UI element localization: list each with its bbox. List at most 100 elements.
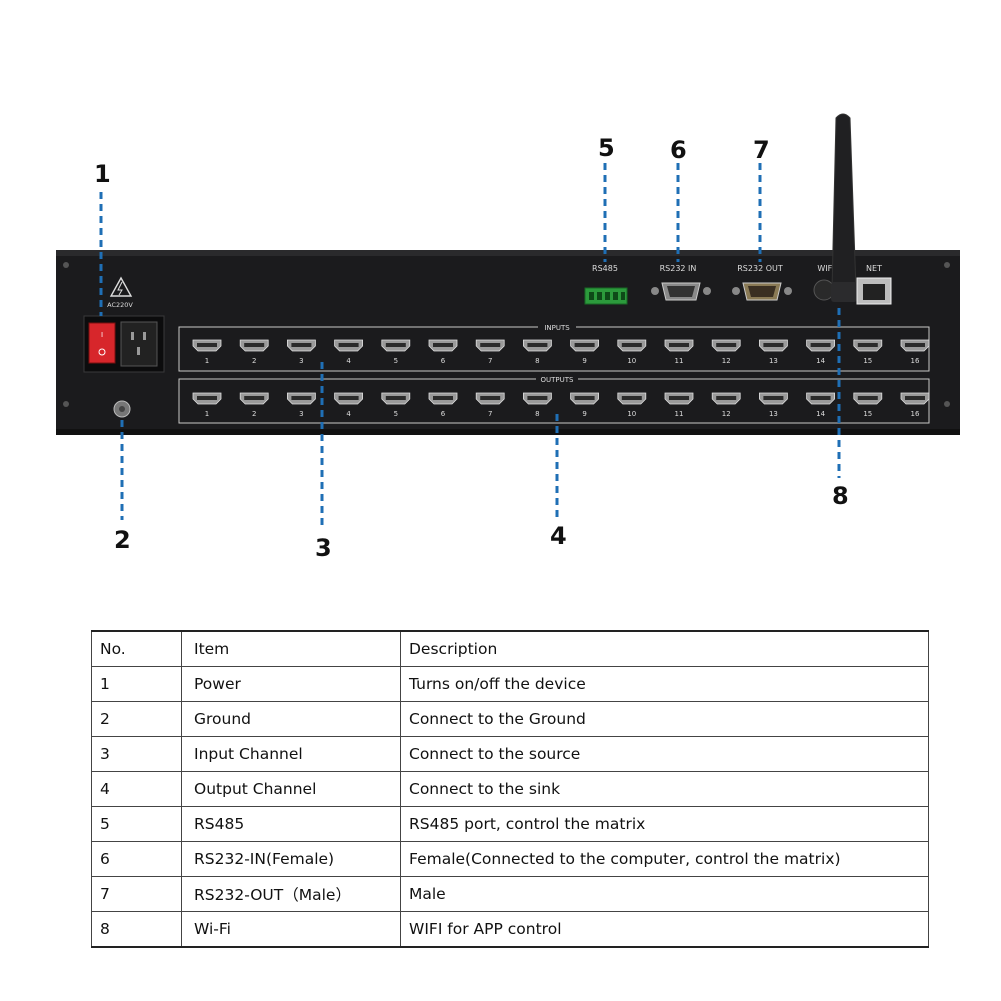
hdmi-output-port-number: 14 (816, 410, 825, 418)
screw-icon (784, 287, 792, 295)
net-label: NET (866, 264, 882, 273)
screw-icon (732, 287, 740, 295)
screw-icon (63, 262, 69, 268)
callout-number-6: 6 (670, 136, 687, 164)
screw-icon (703, 287, 711, 295)
hdmi-output-port-number: 16 (911, 410, 920, 418)
header-description: Description (400, 630, 929, 667)
row-no: 1 (91, 666, 182, 702)
row-item: Output Channel (181, 771, 401, 807)
inputs-label: INPUTS (544, 324, 570, 332)
row-description: Connect to the source (400, 736, 929, 772)
hdmi-input-port-slot (716, 343, 737, 347)
callout-number-3: 3 (315, 534, 332, 562)
hdmi-input-port-number: 1 (205, 357, 209, 365)
hdmi-input-port-number: 5 (394, 357, 398, 365)
hdmi-output-port-slot (197, 396, 217, 400)
hdmi-input-port-number: 4 (346, 357, 351, 365)
hdmi-output-port-number: 6 (441, 410, 446, 418)
row-description: Connect to the sink (400, 771, 929, 807)
hdmi-output-port-slot (905, 396, 925, 400)
callout-number-8: 8 (832, 482, 849, 510)
iec-power-socket[interactable] (120, 321, 158, 367)
row-description: Connect to the Ground (400, 701, 929, 737)
hdmi-input-port-slot (810, 343, 831, 347)
row-description: Male (400, 876, 929, 912)
row-item: Wi-Fi (181, 911, 401, 948)
hdmi-input-port-number: 7 (488, 357, 492, 365)
row-no: 5 (91, 806, 182, 842)
callout-number-4: 4 (550, 522, 567, 550)
screw-icon (651, 287, 659, 295)
hdmi-output-port-number: 9 (582, 410, 586, 418)
hdmi-output-port-number: 15 (863, 410, 872, 418)
hdmi-output-port-number: 4 (346, 410, 351, 418)
hdmi-output-port-slot (574, 396, 595, 400)
hdmi-output-port-number: 1 (205, 410, 209, 418)
switch-on-mark-icon: I (101, 331, 103, 339)
hdmi-output-port-number: 12 (722, 410, 731, 418)
row-item: RS485 (181, 806, 401, 842)
hdmi-input-port-slot (385, 343, 406, 347)
hdmi-input-port-number: 10 (627, 357, 636, 365)
hdmi-input-port-number: 13 (769, 357, 778, 365)
row-description: Female(Connected to the computer, contro… (400, 841, 929, 877)
row-no: 4 (91, 771, 182, 807)
wifi-antenna-icon (831, 113, 857, 291)
hdmi-output-port-slot (480, 396, 501, 400)
hdmi-output-port-slot (433, 396, 453, 400)
hdmi-output-port-slot (244, 396, 265, 400)
row-no: 3 (91, 736, 182, 772)
hdmi-input-port-slot (480, 343, 501, 347)
device-rear-panel-diagram: AC220V I RS485 RS232 IN RS232 OUT (56, 113, 960, 562)
hdmi-input-port-number: 3 (299, 357, 303, 365)
hdmi-output-port-slot (338, 396, 359, 400)
power-switch[interactable] (88, 322, 116, 364)
hdmi-input-port-number: 14 (816, 357, 825, 365)
row-item: RS232-OUT（Male） (181, 876, 401, 912)
hdmi-input-port-slot (669, 343, 689, 347)
callout-number-7: 7 (753, 136, 770, 164)
rs232-out-label: RS232 OUT (737, 264, 783, 273)
row-item: Ground (181, 701, 401, 737)
high-voltage-warning-icon (109, 276, 133, 297)
hdmi-input-port-slot (433, 343, 453, 347)
hdmi-output-port-slot (621, 396, 642, 400)
callout-number-1: 1 (94, 160, 111, 188)
hdmi-output-port-number: 7 (488, 410, 492, 418)
hdmi-input-port-number: 12 (722, 357, 731, 365)
hdmi-output-port-number: 8 (535, 410, 539, 418)
rear-panel-illustration: AC220V I RS485 RS232 IN RS232 OUT (56, 113, 960, 530)
rs232-in-label: RS232 IN (660, 264, 697, 273)
screw-icon (944, 262, 950, 268)
hdmi-input-port-number: 2 (252, 357, 256, 365)
hdmi-output-port-slot (763, 396, 784, 400)
row-item: RS232-IN(Female) (181, 841, 401, 877)
row-description: Turns on/off the device (400, 666, 929, 702)
hdmi-input-port-slot (905, 343, 925, 347)
hdmi-output-port-number: 5 (394, 410, 398, 418)
hdmi-input-port-slot (244, 343, 265, 347)
hdmi-output-port-number: 3 (299, 410, 303, 418)
hdmi-output-port-slot (291, 396, 312, 400)
hdmi-output-port-number: 11 (675, 410, 684, 418)
screw-icon (944, 401, 950, 407)
row-no: 6 (91, 841, 182, 877)
power-voltage-label: AC220V (107, 301, 133, 309)
hdmi-input-port-number: 11 (675, 357, 684, 365)
hdmi-output-port-number: 13 (769, 410, 778, 418)
header-item: Item (181, 630, 401, 667)
hdmi-output-port-slot (527, 396, 548, 400)
callout-number-5: 5 (598, 134, 615, 162)
hdmi-input-port-number: 15 (863, 357, 872, 365)
hdmi-input-port-slot (527, 343, 548, 347)
row-item: Input Channel (181, 736, 401, 772)
table-header-row: No. Item Description (91, 630, 929, 667)
hdmi-input-port-slot (621, 343, 642, 347)
